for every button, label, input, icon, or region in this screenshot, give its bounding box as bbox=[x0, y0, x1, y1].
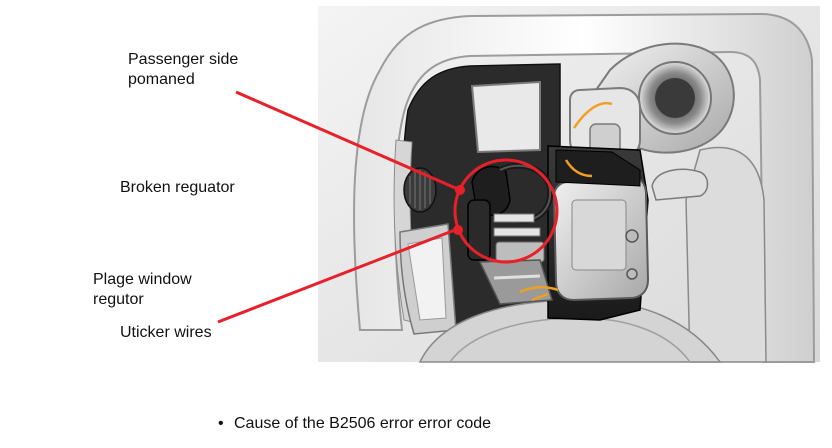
door-outer-frame bbox=[353, 12, 816, 363]
module-top-bracket bbox=[555, 149, 641, 187]
caption: • Cause of the B2506 error error code bbox=[218, 414, 491, 434]
callout-dot-passenger bbox=[455, 185, 465, 195]
side-clip bbox=[651, 168, 709, 201]
callout-line-uticker bbox=[217, 226, 461, 324]
caption-text: Cause of the B2506 error error code bbox=[234, 415, 492, 432]
regulator-mechanism bbox=[467, 162, 554, 263]
label-uticker-wires: Uticker wires bbox=[120, 324, 212, 341]
label-plage-window-line1: Plage window bbox=[93, 271, 192, 288]
callout-line-passenger bbox=[235, 90, 461, 192]
label-plage-window: Plage window regutor bbox=[93, 270, 192, 310]
callout-dot-uticker bbox=[453, 225, 463, 235]
window-glass-panel bbox=[470, 80, 541, 154]
label-broken-regulator: Broken reguator bbox=[120, 179, 235, 196]
label-passenger-side-line1: Passenger side bbox=[128, 51, 239, 68]
door-skin-right bbox=[685, 146, 767, 363]
label-plage-window-line2: regutor bbox=[93, 291, 144, 308]
callout-circle bbox=[453, 158, 559, 264]
label-passenger-side: Passenger side pomaned bbox=[128, 50, 238, 90]
caption-bullet: • bbox=[218, 415, 224, 432]
label-passenger-side-line2: pomaned bbox=[128, 71, 195, 88]
orange-wiring bbox=[519, 101, 613, 302]
